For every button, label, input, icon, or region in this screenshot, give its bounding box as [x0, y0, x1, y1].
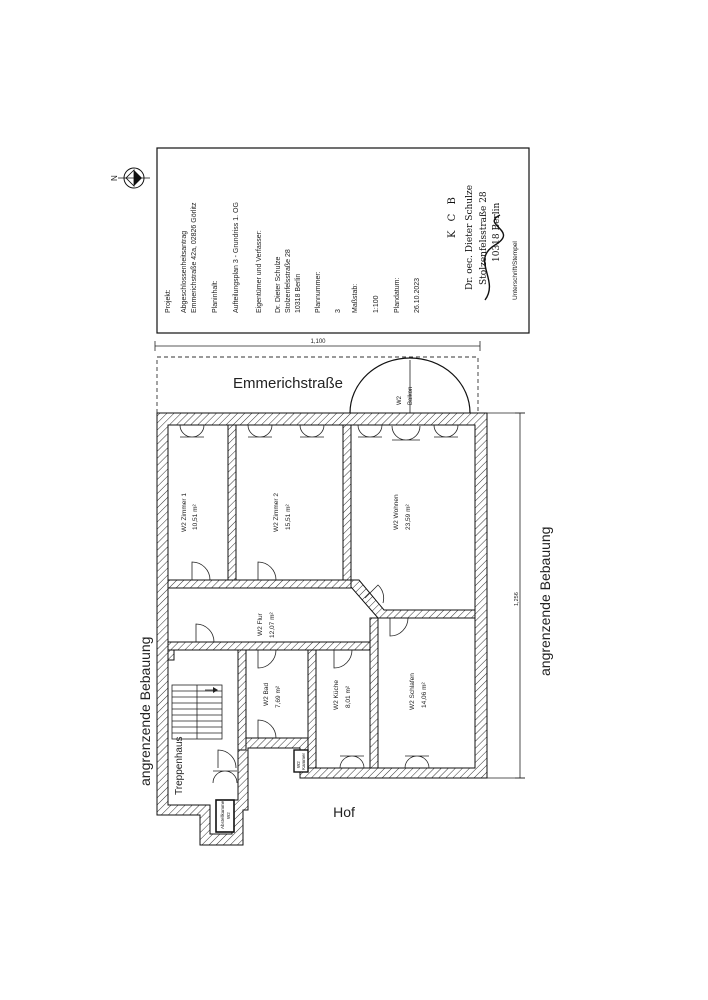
wc-room: W2 Kammer: [293, 749, 309, 773]
zimmer2-area: 15,51 m²: [285, 504, 292, 530]
stamp-line1: K C B: [447, 194, 458, 238]
door-z2: [257, 561, 277, 581]
wall-stair-bad: [237, 649, 247, 751]
courtyard-label: Hof: [333, 804, 355, 820]
wall-bad-kueche: [307, 649, 317, 769]
wc-room-label: W2: [296, 761, 301, 768]
storage-room-box: [215, 799, 235, 833]
schlafen-area: 14,06 m²: [421, 682, 428, 708]
wall-wohnen-south: [350, 579, 476, 619]
storage-room: Abstellkammer W2: [215, 799, 235, 833]
bad-area: 7,69 m²: [275, 685, 282, 708]
staircase: Treppenhaus: [171, 684, 223, 795]
window-kueche: [339, 755, 365, 769]
stamp-line2: Dr. oec. Dieter Schulze: [465, 185, 475, 290]
wc-room-box: [293, 749, 309, 773]
balcony-sub-label: Balkon: [408, 387, 414, 405]
wohnen-name: W2 Wohnen: [393, 494, 400, 530]
dimension-right-label: 1,256: [514, 592, 520, 606]
bad-name: W2 Bad: [263, 682, 270, 706]
window-stair: [212, 770, 238, 784]
window-z2-b: [299, 424, 325, 438]
door-z1: [191, 561, 211, 581]
wall-rooms-flur: [167, 579, 352, 589]
plannummer-value: 3: [335, 309, 342, 313]
dimension-top-label: 1,100: [310, 339, 326, 345]
wc-room-sub-label: Kammer: [301, 752, 306, 770]
building-walls: [156, 412, 488, 846]
storage-room-sub-label: W2: [226, 812, 231, 819]
room-labels: W2 Zimmer 1 10,51 m² W2 Zimmer 2 15,51 m…: [181, 493, 428, 710]
signature-mark: [483, 214, 505, 301]
wall-z2-wohnen: [342, 424, 352, 586]
left-neighbor-label: angrenzende Bebauung: [137, 637, 153, 786]
north-letter: N: [110, 175, 119, 181]
projekt-line2: Emmerichstraße 42a, 02826 Görlitz: [191, 202, 198, 313]
wohnen-area: 23,59 m²: [405, 504, 412, 530]
zimmer2-name: W2 Zimmer 2: [273, 493, 280, 532]
north-arrow-icon: N: [110, 167, 150, 189]
planinhalt-value: Aufteilungsplan 3 - Grundriss 1. OG: [233, 202, 240, 313]
balcony-label: W2: [397, 395, 403, 405]
window-z1: [179, 424, 205, 438]
eigentuemer-line2: Stolzenfelsstraße 28: [285, 249, 292, 313]
stairwell-label: Treppenhaus: [174, 736, 185, 795]
balcony-door: [391, 425, 421, 441]
kueche-name: W2 Küche: [333, 680, 340, 710]
stamp-line4: 10318 Berlin: [492, 203, 502, 262]
flur-name: W2 Flur: [257, 612, 264, 636]
street-area: 1,100 Emmerichstraße: [154, 339, 481, 413]
door-stair: [217, 749, 237, 769]
zimmer1-area: 10,51 m²: [192, 504, 199, 530]
flur-area: 12,07 m²: [269, 612, 276, 638]
schlafen-name: W2 Schlafen: [409, 673, 416, 710]
street-setback-outline: [156, 356, 479, 413]
street-label: Emmerichstraße: [233, 375, 343, 392]
window-z2-a: [247, 424, 273, 438]
door-flur: [195, 623, 215, 643]
door-bad: [257, 649, 277, 669]
exterior-wall: [156, 412, 488, 846]
wall-flur-south: [167, 641, 379, 651]
plandatum-label: Plandatum:: [394, 278, 401, 313]
massstab-label: Maßstab:: [352, 284, 359, 313]
wall-z1-z2: [227, 424, 237, 586]
projekt-label: Projekt:: [165, 289, 172, 313]
wall-kueche-schlafen: [369, 617, 379, 769]
surroundings: angrenzende Bebauung angrenzende Bebauun…: [137, 412, 553, 820]
stamp-line3: Stolzenfelsstraße 28: [479, 191, 489, 285]
door-schlafen: [389, 617, 409, 637]
plandatum-value: 26.10.2023: [414, 278, 421, 313]
doors-and-windows: [179, 424, 459, 784]
kueche-area: 8,01 m²: [345, 685, 352, 708]
zimmer1-name: W2 Zimmer 1: [181, 493, 188, 532]
planinhalt-label: Planinhalt:: [212, 280, 219, 313]
plannummer-label: Plannummer:: [315, 271, 322, 313]
window-wohnen-a: [357, 424, 383, 438]
massstab-value: 1:100: [373, 295, 380, 313]
title-block-frame: [156, 147, 530, 334]
eigentuemer-label: Eigentümer und Verfasser:: [256, 230, 263, 313]
door-kueche: [333, 649, 353, 669]
window-schlafen: [404, 755, 430, 769]
unterschrift-label: Unterschrift/Stempel: [512, 241, 519, 300]
title-block: Projekt: Abgeschlossenheitsantrag Emmeri…: [156, 147, 530, 334]
balcony: W2 Balkon: [349, 357, 471, 414]
projekt-line1: Abgeschlossenheitsantrag: [181, 231, 188, 313]
right-neighbor-label: angrenzende Bebauung: [537, 527, 553, 676]
eigentuemer-line1: Dr. Dieter Schulze: [275, 256, 282, 313]
door-bad-2: [257, 719, 277, 739]
eigentuemer-line3: 10318 Berlin: [295, 274, 302, 313]
window-wohnen-b: [433, 424, 459, 438]
door-wohnen: [364, 584, 385, 604]
storage-room-label: Abstellkammer: [220, 799, 225, 829]
